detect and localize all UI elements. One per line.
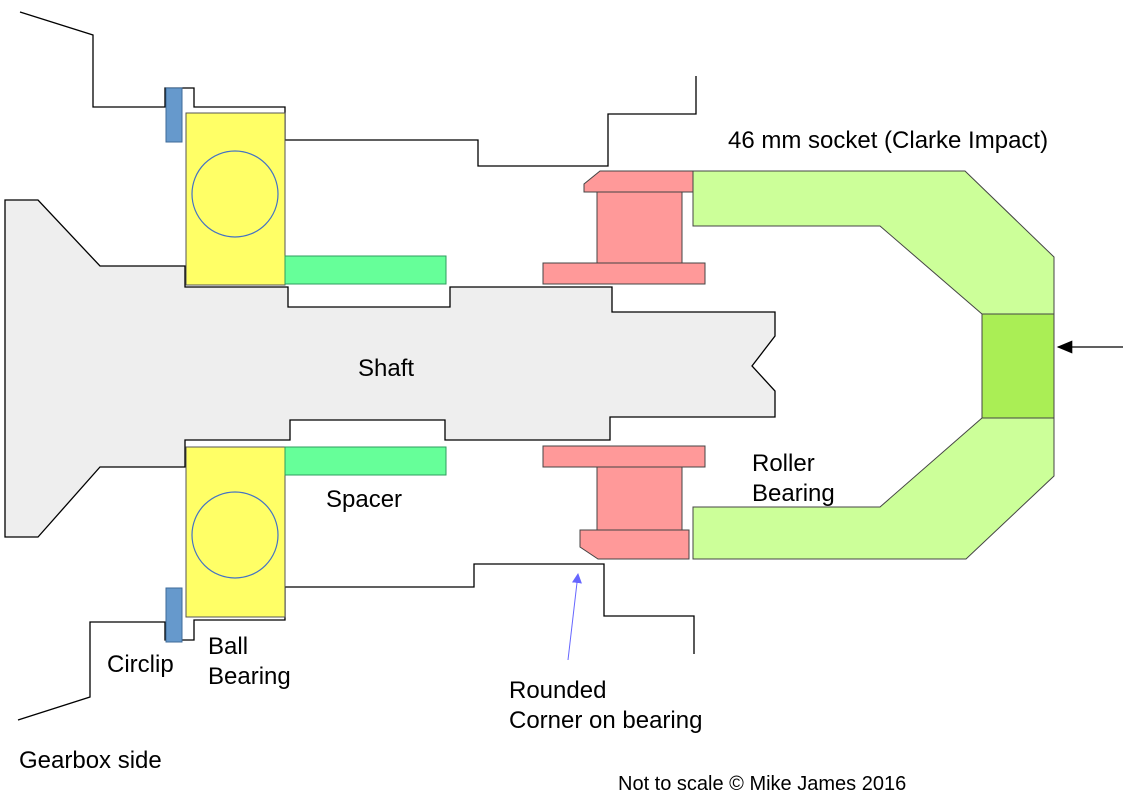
copyright-label: Not to scale © Mike James 2016	[618, 773, 906, 794]
socket	[692, 170, 1055, 560]
roller-bearing-bottom	[542, 445, 706, 560]
spacer-top	[284, 255, 447, 285]
rounded-corner-arrow	[567, 573, 582, 661]
spacer-label: Spacer	[326, 486, 402, 513]
housing-outline-top	[19, 11, 697, 167]
shaft-label: Shaft	[358, 355, 414, 382]
shaft	[4, 199, 776, 538]
ball-bearing-label-line2: Bearing	[208, 663, 291, 690]
spacer-bottom	[284, 446, 447, 476]
ball-bearing-label-line1: Ball	[208, 633, 248, 660]
roller-bearing-label-line1: Roller	[752, 450, 815, 477]
housing-outline-bottom	[17, 563, 695, 721]
circlip-label: Circlip	[107, 651, 174, 678]
ball-bearing-bottom	[185, 446, 286, 618]
roller-bearing-top	[542, 170, 706, 285]
circlip-top	[165, 87, 183, 143]
socket-label: 46 mm socket (Clarke Impact)	[728, 127, 1048, 154]
rounded-corner-label-line1: Rounded	[509, 677, 606, 704]
rounded-corner-label-line2: Corner on bearing	[509, 707, 702, 734]
ball-bearing-top	[185, 112, 286, 286]
gearbox-side-label: Gearbox side	[19, 747, 162, 774]
roller-bearing-label-line2: Bearing	[752, 480, 835, 507]
circlip-bottom	[165, 587, 183, 643]
